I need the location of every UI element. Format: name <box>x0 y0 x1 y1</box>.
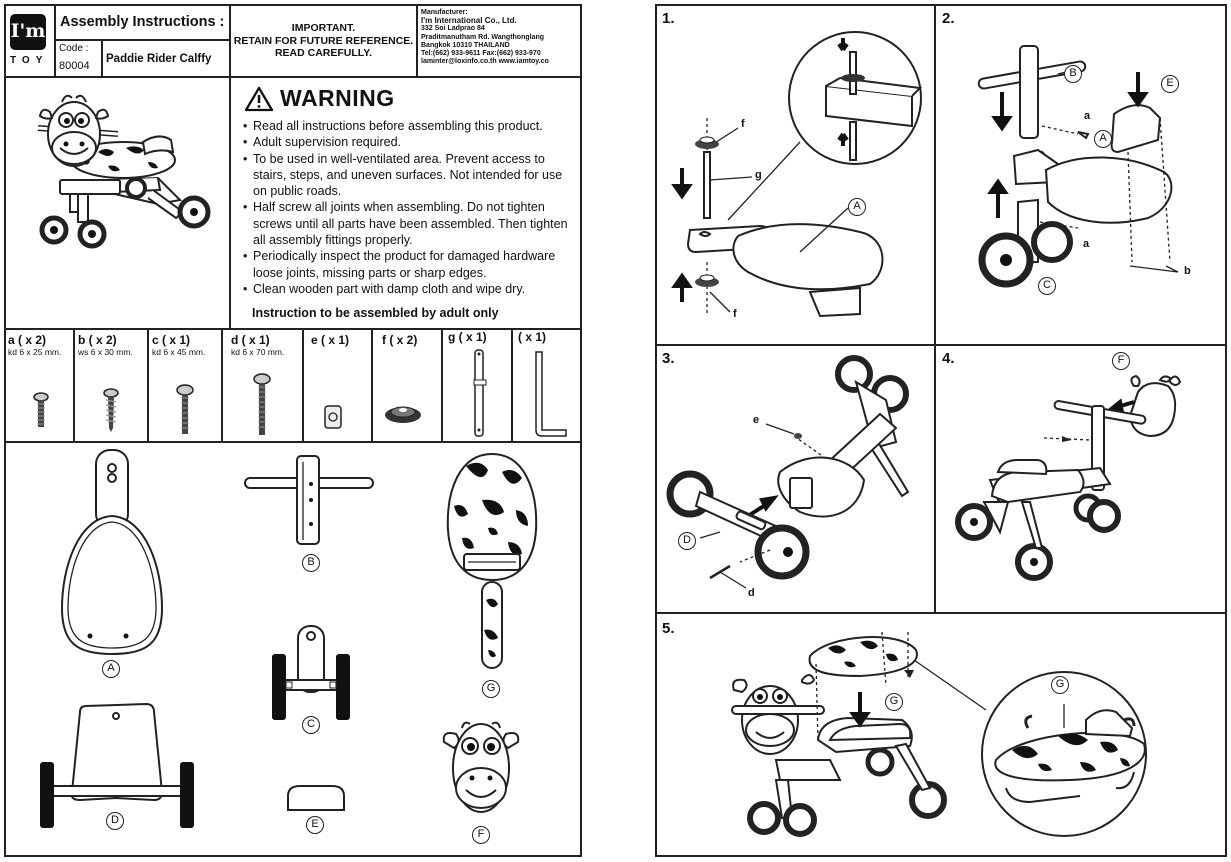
part-g-seat-cover <box>446 452 538 669</box>
part-label-g: G <box>482 680 500 698</box>
doc-title: Assembly Instructions : <box>60 14 225 30</box>
list-item: Periodically inspect the product for dam… <box>243 248 577 281</box>
hardware-d-desc: kd 6 x 70 mm. <box>231 347 285 357</box>
part-label-d: D <box>106 812 124 830</box>
wood-screw-icon <box>103 388 119 432</box>
warning-list: Read all instructions before assembling … <box>243 118 577 298</box>
part-f-cow-head <box>442 721 520 813</box>
step5-diagram <box>731 631 1147 837</box>
axle-pin-icon <box>473 349 487 437</box>
step-number: 5. <box>662 620 675 637</box>
step1-label-f-top: f <box>741 118 745 130</box>
step5-label-g-main: G <box>885 693 903 711</box>
part-e-backrest <box>287 785 345 811</box>
step1-label-f-bottom: f <box>733 308 737 320</box>
step-number: 4. <box>942 350 955 367</box>
step-number: 1. <box>662 10 675 27</box>
code-value: 80004 <box>59 60 90 72</box>
barrel-nut-icon <box>324 405 342 429</box>
list-item: Half screw all joints when assembling. D… <box>243 199 577 248</box>
product-name: Paddie Rider Calffy <box>106 53 212 65</box>
warning-footer: Instruction to be assembled by adult onl… <box>252 306 499 320</box>
part-label-f: F <box>472 826 490 844</box>
washer-cap-icon <box>385 406 421 423</box>
step1-diagram <box>671 31 923 318</box>
logo-text: I'm <box>10 20 46 42</box>
part-label-c: C <box>302 716 320 734</box>
part-c-front-wheels <box>272 625 350 720</box>
hardware-f-title: f ( x 2) <box>382 333 418 347</box>
hardware-key-title: ( x 1) <box>518 330 547 344</box>
step3-label-d: D <box>678 532 696 550</box>
step2-label-e: E <box>1161 75 1179 93</box>
list-item: Read all instructions before assembling … <box>243 118 577 135</box>
code-label: Code : <box>59 43 89 54</box>
warning-title: WARNING <box>280 85 395 111</box>
hardware-c-title: c ( x 1) <box>152 333 191 347</box>
warning-triangle-icon <box>244 86 274 112</box>
long-screw-icon <box>253 373 271 435</box>
part-a-seat <box>60 449 164 656</box>
medium-screw-icon <box>176 384 194 434</box>
hardware-b-desc: ws 6 x 30 mm. <box>78 347 133 357</box>
list-item: Adult supervision required. <box>243 134 577 151</box>
step2-label-a-top: a <box>1084 110 1091 122</box>
step5-label-g-zoom: G <box>1051 676 1069 694</box>
hardware-e-title: e ( x 1) <box>311 333 350 347</box>
step2-label-a-bottom: a <box>1083 238 1090 250</box>
step3-label-d-screw: d <box>748 587 755 599</box>
step2-diagram <box>977 45 1179 288</box>
step-number: 2. <box>942 10 955 27</box>
step1-label-a: A <box>848 198 866 216</box>
hardware-b-title: b ( x 2) <box>78 333 117 347</box>
hardware-c-desc: kd 6 x 45 mm. <box>152 347 206 357</box>
step2-label-c: C <box>1038 277 1056 295</box>
list-item: To be used in well-ventilated area. Prev… <box>243 151 577 200</box>
allen-key-icon <box>535 351 567 437</box>
hardware-d-title: d ( x 1) <box>231 333 270 347</box>
logo-subtext: TOY <box>10 55 49 66</box>
brand-logo: I'm <box>10 14 46 50</box>
part-b-handlebar <box>244 455 374 545</box>
step-number: 3. <box>662 350 675 367</box>
hardware-a-title: a ( x 2) <box>8 333 47 347</box>
short-screw-icon <box>33 392 49 427</box>
important-notice: IMPORTANT. RETAIN FOR FUTURE REFERENCE. … <box>233 22 414 59</box>
hardware-g-title: g ( x 1) <box>448 330 487 344</box>
part-label-a: A <box>102 660 120 678</box>
step4-label-f: F <box>1112 352 1130 370</box>
step3-label-e: e <box>753 414 760 426</box>
manufacturer-info: Manufacturer: I'm International Co., Ltd… <box>421 9 549 66</box>
part-label-e: E <box>306 816 324 834</box>
part-label-b: B <box>302 554 320 572</box>
step2-label-b: B <box>1064 65 1082 83</box>
right-page <box>655 4 1227 857</box>
part-d-rear-frame <box>40 702 194 828</box>
step3-diagram <box>666 355 910 589</box>
step4-diagram <box>955 374 1182 581</box>
left-page <box>4 4 582 857</box>
list-item: Clean wooden part with damp cloth and wi… <box>243 281 577 298</box>
header-divider <box>4 76 582 78</box>
step2-label-a: A <box>1094 130 1112 148</box>
product-illustration <box>37 94 211 249</box>
step1-label-g: g <box>755 169 762 181</box>
step2-label-b-bottom: b <box>1184 265 1191 277</box>
hardware-a-desc: kd 6 x 25 mm. <box>8 347 62 357</box>
